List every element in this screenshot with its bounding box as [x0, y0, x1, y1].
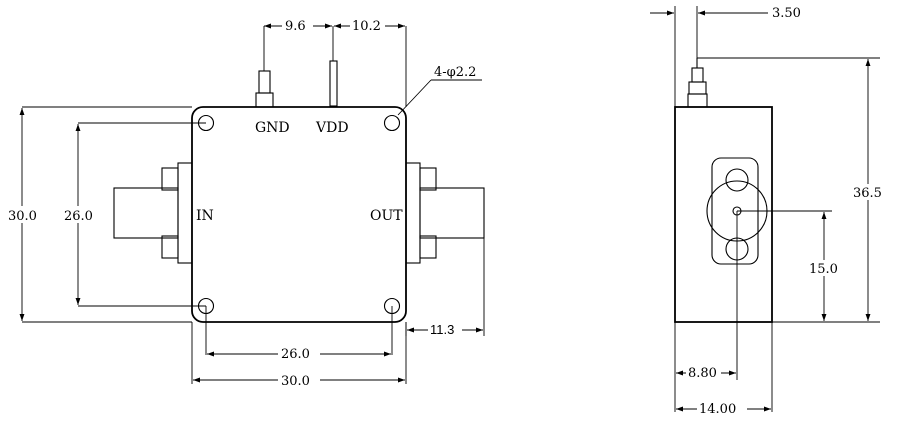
top-pin-dimensions: 9.6 10.2 — [263, 18, 407, 107]
connector-center-offset-dimension: 8.80 — [674, 211, 738, 412]
overall-height-dimension: 30.0 — [6, 106, 192, 323]
hole-pitch-vertical-dim: 26.0 — [64, 209, 93, 224]
gnd-pin-offset-dim: 9.6 — [285, 19, 306, 34]
side-overall-width-dim: 14.00 — [699, 402, 736, 417]
vdd-pin — [329, 60, 338, 107]
output-connector — [405, 162, 485, 264]
hole-pitch-horizontal-dimension: 26.0 — [205, 306, 393, 362]
gnd-label: GND — [255, 120, 290, 136]
input-connector — [113, 162, 193, 264]
side-pin-offset-dimension: 3.50 — [650, 5, 804, 107]
mounting-hole-dim: 4-φ2.2 — [434, 65, 476, 80]
vdd-pin-offset-dim: 10.2 — [352, 19, 381, 34]
side-housing — [674, 106, 773, 323]
overall-width-dim: 30.0 — [281, 374, 310, 389]
connector-center-height-dimension: 15.0 — [737, 210, 843, 321]
overall-height-dim: 30.0 — [8, 209, 37, 224]
connector-center-offset-dim: 8.80 — [688, 366, 717, 381]
side-overall-height-dim: 36.5 — [853, 186, 882, 201]
connector-center-height-dim: 15.0 — [809, 262, 838, 277]
connector-length-dim: 11.3 — [430, 322, 454, 337]
side-overall-height-dimension: 36.5 — [697, 57, 887, 323]
connector-length-dimension: 11.3 — [405, 238, 485, 337]
gnd-pin — [255, 70, 274, 109]
vdd-label: VDD — [315, 120, 349, 136]
mounting-hole — [383, 114, 401, 132]
side-pin — [687, 58, 708, 109]
front-view: GND VDD IN OUT 9.6 10.2 4-φ2.2 — [6, 18, 485, 389]
hole-pitch-horizontal-dim: 26.0 — [281, 347, 310, 362]
hole-pitch-vertical-dimension: 26.0 — [62, 122, 206, 307]
in-label: IN — [196, 208, 214, 224]
out-label: OUT — [370, 208, 403, 224]
side-view: 3.50 36.5 15.0 8.80 — [650, 5, 887, 417]
amplifier-housing — [191, 106, 407, 323]
overall-width-dimension: 30.0 — [191, 322, 407, 389]
side-pin-offset-dim: 3.50 — [772, 6, 801, 21]
side-overall-width-dimension: 14.00 — [676, 322, 773, 417]
mounting-hole-callout: 4-φ2.2 — [397, 65, 482, 116]
